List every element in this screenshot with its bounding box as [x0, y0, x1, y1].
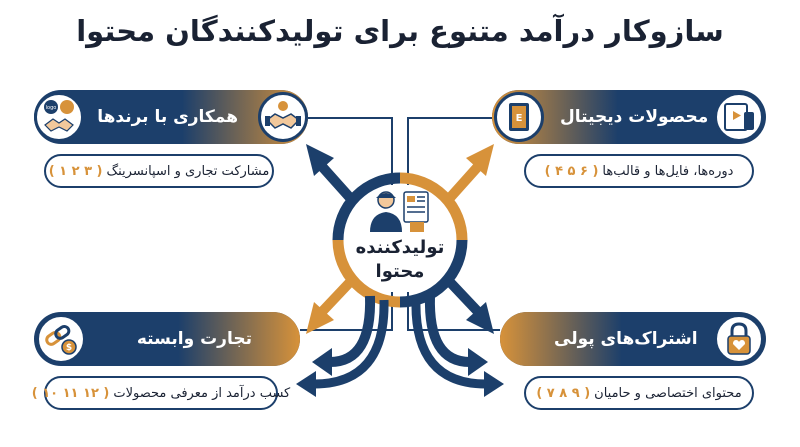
- card-digital-desc-text: دوره‌ها، فایل‌ها و قالب‌ها: [602, 163, 734, 179]
- card-subscription-label: اشتراک‌های پولی: [554, 329, 698, 349]
- arrow-to-subscription: [444, 276, 494, 334]
- arrow-bottom-right: [424, 295, 488, 376]
- card-brands-label: همکاری با برندها: [97, 107, 238, 127]
- arrow-to-digital: [444, 144, 494, 204]
- handshake-icon: [265, 101, 301, 129]
- card-digital-label: محصولات دیجیتال: [560, 107, 709, 127]
- page-title: سازوکار درآمد متنوع برای تولیدکنندگان مح…: [76, 14, 724, 48]
- logo-icon: logo: [44, 100, 74, 132]
- card-subscription-desc-text: محتوای اختصاصی و حامیان: [594, 385, 742, 401]
- subscription-icon-circle: [714, 314, 764, 364]
- lock-heart-icon: [727, 322, 751, 355]
- devices-icon: [724, 103, 754, 131]
- card-affiliate-nums: ( ۱۲ ۱۱ ۱۰ ): [31, 385, 110, 401]
- content-creator-icon: [370, 191, 429, 232]
- svg-text:logo: logo: [46, 105, 57, 111]
- ebook-icon: E: [509, 103, 529, 131]
- connector-digital: [407, 117, 492, 185]
- arrow-to-affiliate: [306, 276, 356, 334]
- center-label-line2: محتوا: [375, 261, 425, 282]
- card-subscription-nums: ( ۹ ۸ ۷ ): [536, 385, 591, 401]
- svg-text:E: E: [516, 113, 523, 124]
- digital-badge: E: [494, 92, 544, 142]
- brands-badge: logo: [34, 92, 84, 142]
- center-label-line1: تولیدکننده: [355, 237, 445, 258]
- arrow-bottom-left-2: [296, 299, 389, 397]
- digital-icon-circle: [714, 92, 764, 142]
- svg-text:$: $: [66, 343, 72, 353]
- card-brands-nums: ( ۳ ۲ ۱ ): [48, 163, 103, 179]
- center-label: تولیدکننده محتوا: [340, 236, 460, 284]
- arrow-to-brands: [306, 144, 356, 204]
- card-digital-nums: ( ۶ ۵ ۴ ): [544, 163, 599, 179]
- card-subscription-pill: اشتراک‌های پولی: [500, 312, 766, 366]
- card-affiliate-desc-text: کسب درآمد از معرفی محصولات: [113, 385, 291, 401]
- affiliate-icon-circle: $: [36, 314, 86, 364]
- card-digital-desc: دوره‌ها، فایل‌ها و قالب‌ها ( ۶ ۵ ۴ ): [524, 154, 754, 188]
- brands-icon-circle: [258, 92, 308, 142]
- chain-coin-icon: $: [45, 324, 77, 355]
- card-brands-desc-text: مشارکت تجاری و اسپانسرینگ: [106, 163, 270, 179]
- arrow-bottom-right-2: [411, 299, 504, 397]
- arrow-bottom-left: [312, 295, 376, 376]
- card-affiliate-desc: کسب درآمد از معرفی محصولات ( ۱۲ ۱۱ ۱۰ ): [32, 376, 290, 410]
- card-affiliate-label: تجارت وابسته: [136, 329, 252, 349]
- card-brands-desc: مشارکت تجاری و اسپانسرینگ ( ۳ ۲ ۱ ): [44, 154, 274, 188]
- connector-brands: [308, 117, 393, 185]
- card-subscription-desc: محتوای اختصاصی و حامیان ( ۹ ۸ ۷ ): [524, 376, 754, 410]
